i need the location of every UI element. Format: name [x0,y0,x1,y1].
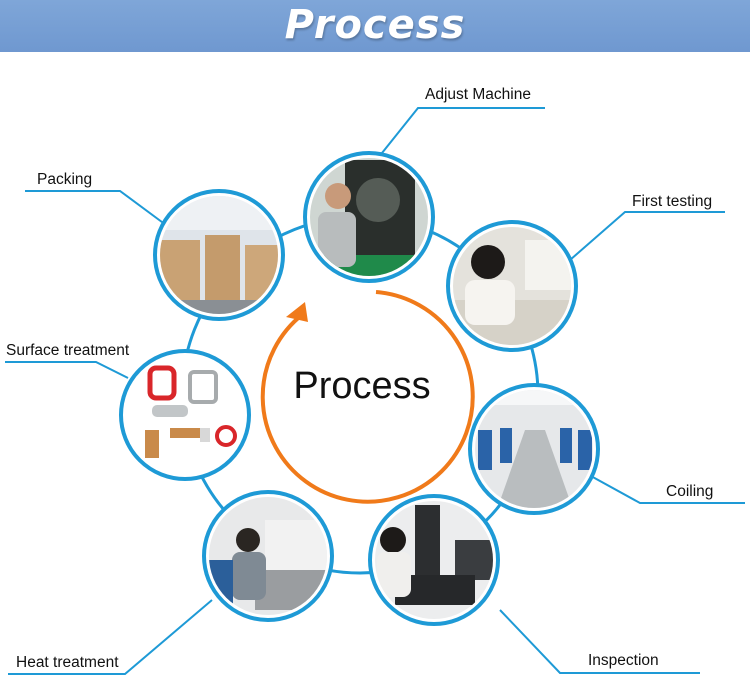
step-packing-photo [153,189,285,321]
page-title: Process [284,2,466,48]
center-cycle-arrow [260,290,475,504]
step-adjust-machine-photo [303,151,435,283]
step-surface-treatment-photo [119,349,251,481]
step-label-first-testing: First testing [632,193,713,210]
header-banner: Process [0,0,750,52]
step-inspection-photo [368,494,500,626]
step-coiling-photo [468,383,600,515]
connector-coiling [579,469,745,504]
step-first-testing-photo [446,220,578,352]
step-label-adjust-machine: Adjust Machine [425,86,531,103]
connector-packing [25,190,171,229]
callout-lines [5,107,745,675]
step-label-inspection: Inspection [588,652,659,669]
center-arrow-head [286,302,308,322]
connector-first-testing [569,211,725,261]
center-process-label: Process [293,365,431,407]
connector-adjust-machine [377,107,545,159]
step-heat-treatment-photo [202,490,334,622]
connector-inspection [499,609,700,674]
step-label-packing: Packing [37,171,93,188]
connector-surface-treatment [5,361,129,379]
step-label-surface-treatment: Surface treatment [6,342,130,359]
step-label-coiling: Coiling [666,483,714,500]
connector-heat-treatment [8,599,213,675]
step-label-heat-treatment: Heat treatment [16,654,119,671]
